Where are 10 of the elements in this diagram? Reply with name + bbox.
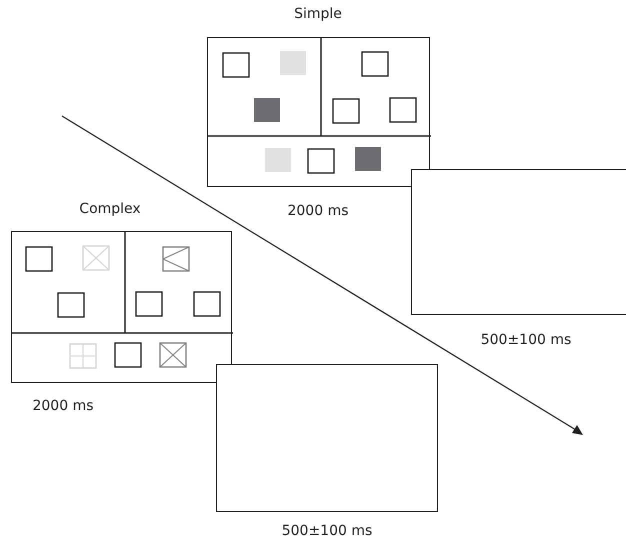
condition-title: Simple	[294, 6, 342, 22]
stimulus-display	[207, 37, 430, 187]
duration-label: 2000 ms	[288, 203, 348, 219]
duration-label: 500±100 ms	[480, 332, 572, 348]
condition-title: Complex	[79, 201, 141, 217]
duration-label: 2000 ms	[32, 398, 94, 414]
blank-screen	[411, 169, 626, 315]
duration-label: 500±100 ms	[282, 523, 372, 539]
stimulus-display	[11, 231, 232, 383]
blank-screen	[216, 364, 438, 512]
